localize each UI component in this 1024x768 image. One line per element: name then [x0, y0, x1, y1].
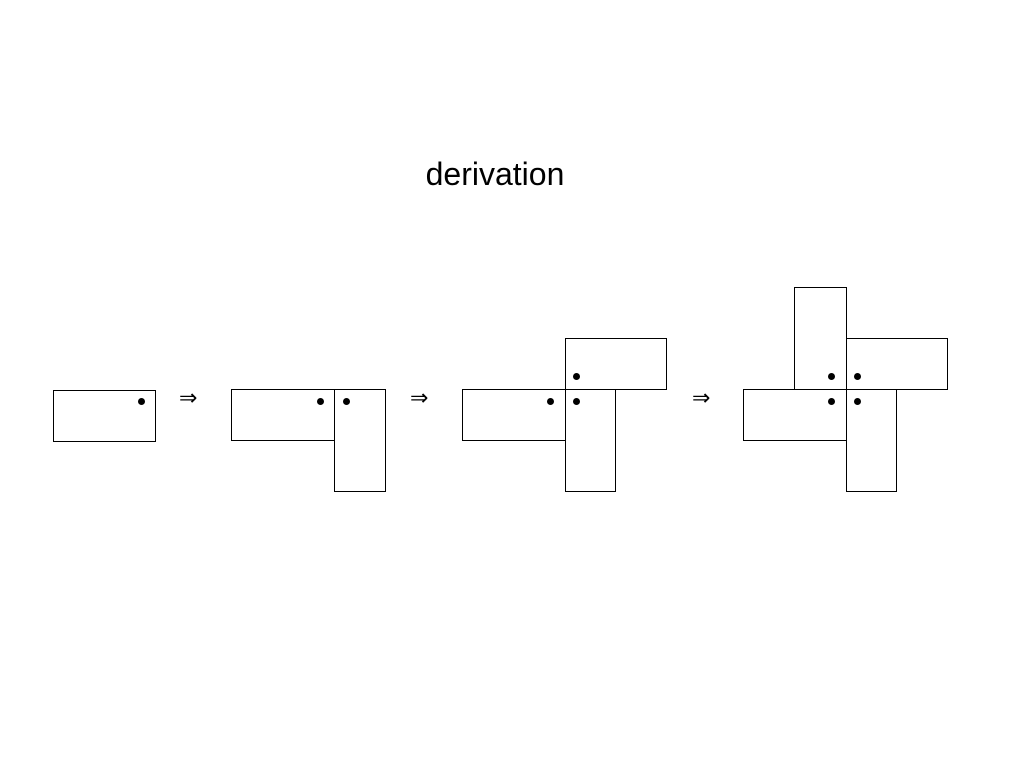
stage-4: [743, 287, 948, 492]
dot: [317, 398, 324, 405]
dot: [547, 398, 554, 405]
stage-1: [53, 390, 156, 442]
implies-arrow-icon: ⇒: [410, 386, 429, 411]
rectangle: [565, 338, 667, 390]
rectangle: [743, 389, 847, 441]
dot: [573, 398, 580, 405]
rectangle: [462, 389, 566, 441]
rectangle: [53, 390, 156, 442]
dot: [828, 398, 835, 405]
rectangle: [846, 389, 897, 492]
stage-3: [462, 338, 667, 492]
dot: [573, 373, 580, 380]
rectangle: [846, 338, 948, 390]
rectangle: [794, 287, 847, 390]
dot: [343, 398, 350, 405]
stage-2: [231, 389, 386, 492]
rectangle: [334, 389, 386, 492]
dot: [828, 373, 835, 380]
dot: [138, 398, 145, 405]
implies-arrow-icon: ⇒: [692, 386, 711, 411]
dot: [854, 373, 861, 380]
rectangle: [231, 389, 335, 441]
diagram-title: derivation: [425, 156, 565, 192]
rectangle: [565, 389, 616, 492]
implies-arrow-icon: ⇒: [179, 386, 198, 411]
dot: [854, 398, 861, 405]
